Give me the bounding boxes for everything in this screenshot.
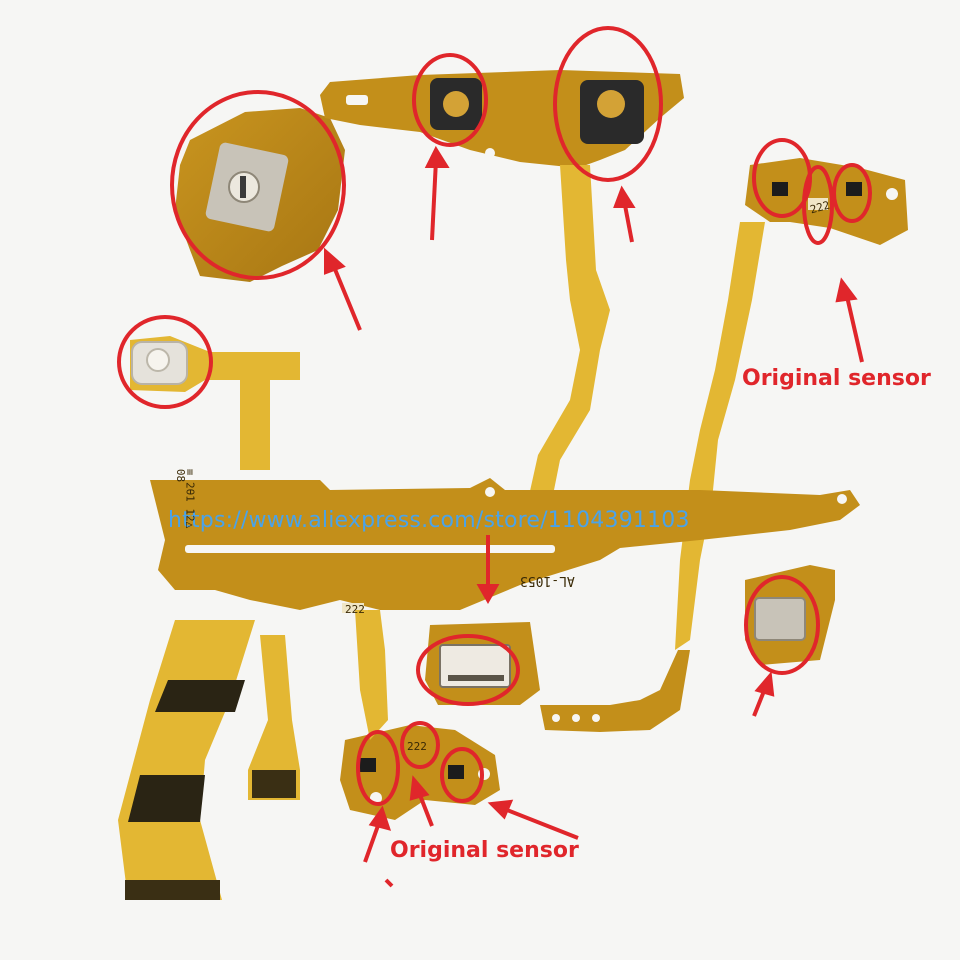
small-tab-connector [248, 635, 300, 800]
right-flex-strip [675, 222, 765, 650]
arrow-stub [384, 878, 394, 888]
arrow-button-1 [430, 159, 438, 241]
bottom-right-strip [540, 650, 690, 732]
caption-original-sensor-right: Original sensor [742, 366, 931, 391]
main-flex-board [150, 478, 860, 613]
bottom-center-flex [355, 610, 388, 740]
circle-sensor-r3 [832, 163, 872, 223]
circle-led [117, 315, 213, 409]
center-flex-strip [528, 165, 610, 500]
right-switch-board [745, 565, 835, 665]
circle-connector [416, 634, 520, 706]
resistor-label-1: 222 [345, 603, 365, 616]
arrow-bottom-3 [501, 806, 579, 840]
part-code-label: AL-1053 [520, 573, 575, 588]
circle-mode-dial [170, 90, 346, 280]
circle-button-2 [553, 26, 663, 182]
circle-sensor-r2 [802, 165, 834, 245]
led-board [130, 336, 300, 470]
arrow-dial [330, 261, 362, 331]
circle-button-1 [412, 53, 488, 147]
circle-sensor-b1 [356, 730, 400, 806]
annotation-arrows [324, 145, 864, 888]
circle-sensor-b3 [440, 747, 484, 803]
resistor-label-2: 222 [407, 740, 427, 753]
annotation-circles [117, 26, 872, 806]
date-code-label-2: ≡ 2θ1 12△ [183, 468, 197, 529]
top-flex-bar [320, 70, 684, 168]
store-url-watermark: https://www.aliexpress.com/store/1104391… [168, 508, 690, 533]
circle-sensor-b2 [400, 721, 440, 769]
arrow-sensor-right [844, 291, 864, 363]
caption-original-sensor-bottom: Original sensor [390, 838, 579, 863]
circle-switch [744, 575, 820, 675]
connector-board [425, 622, 540, 705]
main-ribbon-cable [118, 620, 255, 900]
mode-dial-board [175, 108, 345, 282]
